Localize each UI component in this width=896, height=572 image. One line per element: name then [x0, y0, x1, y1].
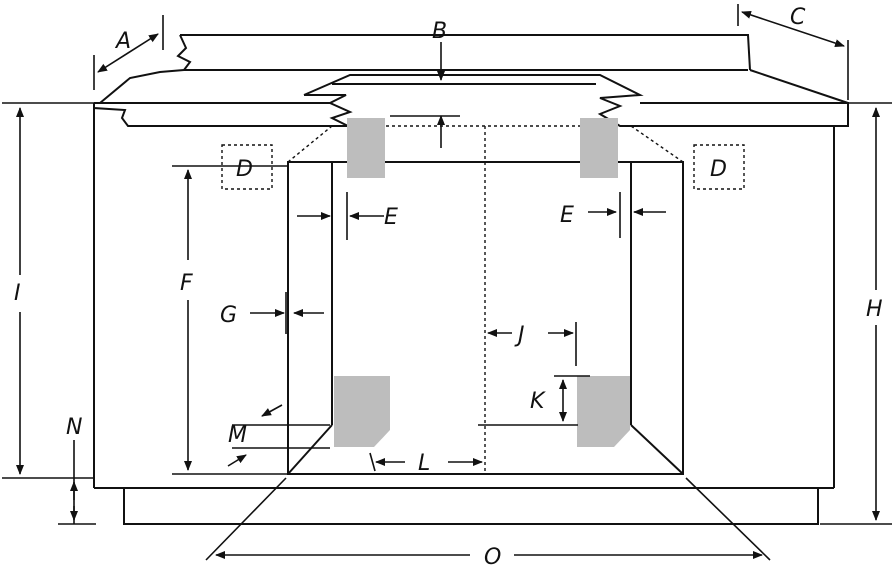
label-k: K: [530, 389, 546, 414]
label-h: H: [866, 297, 883, 322]
dimension-c: [737, 4, 849, 100]
label-m: M: [228, 423, 247, 448]
label-l: L: [418, 451, 430, 476]
base-plinth: [123, 487, 819, 525]
label-n: N: [66, 415, 82, 440]
label-e-left: E: [384, 205, 398, 230]
dimension-n: [58, 440, 96, 525]
d-box-right: [693, 144, 745, 190]
dimension-g: [250, 292, 324, 334]
dimension-l: [369, 452, 483, 472]
label-e-right: E: [560, 203, 574, 228]
shaded-blocks: [334, 118, 630, 447]
label-j: J: [514, 323, 525, 348]
dimension-h: [820, 102, 892, 525]
label-d-left: D: [236, 157, 253, 182]
dimension-i: [2, 102, 100, 479]
label-d-right: D: [710, 157, 727, 182]
dimension-e-right: [588, 192, 666, 238]
d-box-left: [221, 144, 273, 190]
dimension-f: [172, 165, 288, 475]
dimension-k: [478, 375, 590, 426]
label-g: G: [220, 303, 237, 328]
top-shelf: [99, 34, 849, 104]
dimension-b: [390, 42, 460, 148]
label-c: C: [790, 5, 806, 30]
top-slab: [93, 74, 849, 127]
dimension-a: [93, 15, 164, 90]
label-o: O: [484, 545, 501, 570]
label-f: F: [180, 271, 193, 296]
dimension-o: [205, 477, 771, 561]
label-i: I: [14, 281, 21, 306]
label-b: B: [432, 19, 447, 44]
dimension-j: [487, 322, 577, 366]
dimension-m: [227, 404, 330, 467]
dimension-e-left: [297, 192, 384, 240]
label-a: A: [114, 29, 131, 54]
